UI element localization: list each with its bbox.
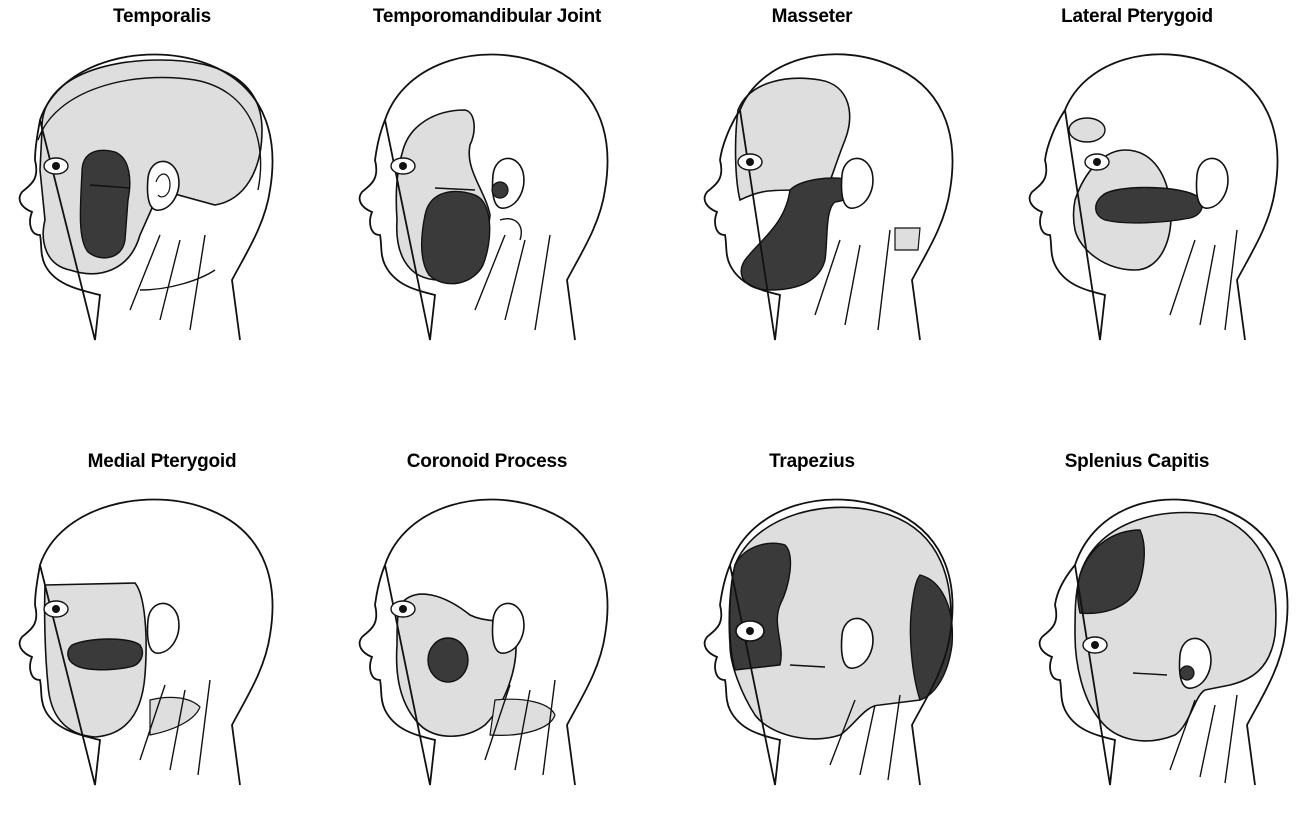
pupil-icon	[399, 605, 407, 613]
panel-medial-pterygoid: Medial Pterygoid	[0, 445, 324, 838]
dark-trigger-joint	[492, 182, 508, 198]
dark-trigger-joint	[1180, 666, 1194, 680]
light-pain-spot	[1069, 118, 1105, 142]
dark-trigger-area	[422, 192, 490, 284]
head-illustration-lateral-pterygoid	[975, 40, 1299, 350]
panel-title: Temporomandibular Joint	[325, 6, 649, 28]
pupil-icon	[1091, 641, 1099, 649]
panel-splenius-capitis: Splenius Capitis	[975, 445, 1299, 838]
panel-title: Masseter	[650, 6, 974, 28]
panel-temporalis: Temporalis	[0, 0, 324, 393]
panel-title: Medial Pterygoid	[0, 451, 324, 473]
ear-outline	[1197, 158, 1228, 208]
pupil-icon	[52, 605, 60, 613]
neck-lines	[1170, 230, 1237, 330]
panel-title: Coronoid Process	[325, 451, 649, 473]
pupil-icon	[746, 627, 754, 635]
light-neck-region	[895, 228, 920, 250]
panel-title: Splenius Capitis	[975, 451, 1299, 473]
panel-title: Temporalis	[0, 6, 324, 28]
pupil-icon	[52, 162, 60, 170]
panel-title: Trapezius	[650, 451, 974, 473]
panel-masseter: Masseter	[650, 0, 974, 393]
ear-outline	[842, 158, 873, 208]
head-illustration-trapezius	[650, 485, 974, 795]
ear-outline	[493, 603, 524, 653]
referred-pain-diagram-grid: Temporalis Temporomandibular Joint	[0, 0, 1299, 787]
pupil-icon	[746, 158, 754, 166]
head-illustration-temporalis	[0, 40, 324, 350]
panel-lateral-pterygoid: Lateral Pterygoid	[975, 0, 1299, 393]
panel-coronoid-process: Coronoid Process	[325, 445, 649, 838]
neck-lines	[130, 235, 215, 330]
dark-trigger-area	[428, 638, 468, 682]
dark-trigger-area	[1096, 188, 1202, 223]
panel-title: Lateral Pterygoid	[975, 6, 1299, 28]
head-illustration-masseter	[650, 40, 974, 350]
head-illustration-tmj	[325, 40, 649, 350]
pupil-icon	[1093, 158, 1101, 166]
dark-trigger-area	[80, 150, 129, 258]
light-pain-region	[40, 60, 262, 274]
head-illustration-coronoid-process	[325, 485, 649, 795]
pupil-icon	[399, 162, 407, 170]
ear-outline	[148, 161, 179, 210]
panel-trapezius: Trapezius	[650, 445, 974, 838]
ear-outline	[148, 603, 179, 653]
head-illustration-splenius-capitis	[975, 485, 1299, 795]
panel-temporomandibular-joint: Temporomandibular Joint	[325, 0, 649, 393]
dark-trigger-area	[68, 639, 143, 670]
light-neck-region	[150, 697, 200, 735]
head-illustration-medial-pterygoid	[0, 485, 324, 795]
